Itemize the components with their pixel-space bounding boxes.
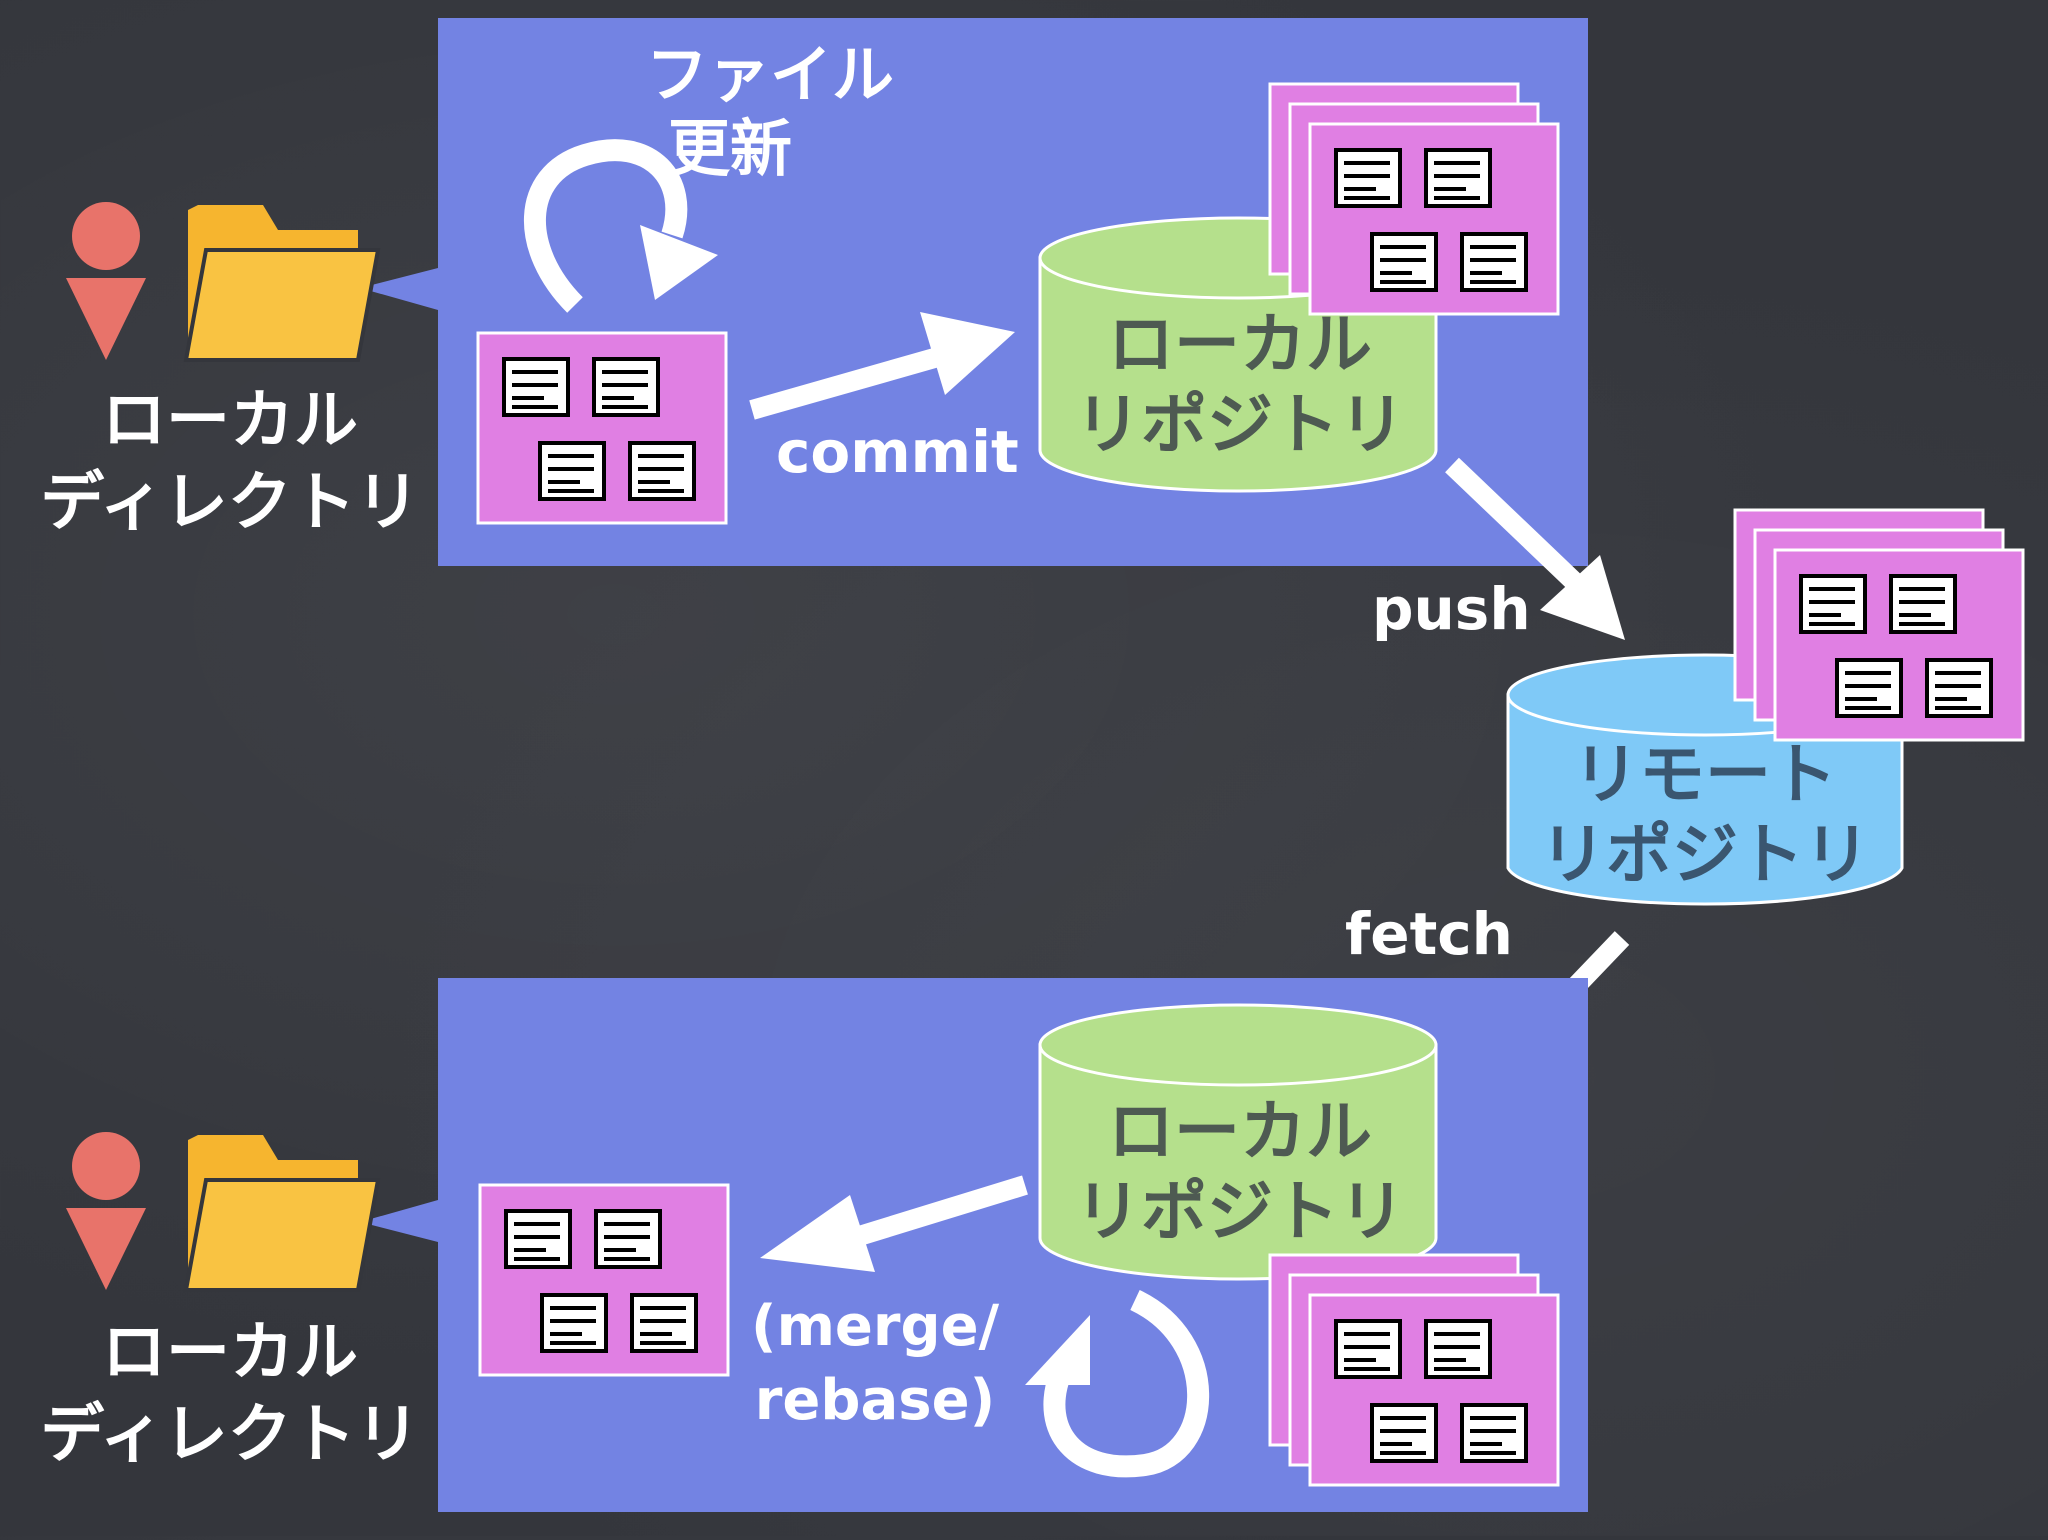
commit-arrow — [749, 312, 1015, 420]
fetch-label: fetch — [1345, 900, 1513, 968]
local-directory-bottom-line2: ディレクトリ — [40, 1398, 420, 1472]
working-files-card-top — [478, 333, 726, 523]
folder-icon — [184, 1133, 380, 1292]
local-repo-top-label: ローカル リポジトリ — [1060, 305, 1420, 465]
merge-rebase-label: (merge/ rebase) — [735, 1290, 1015, 1438]
push-label: push — [1372, 575, 1531, 643]
person-icon — [66, 1132, 146, 1290]
local-directory-top-line2: ディレクトリ — [40, 466, 420, 540]
local-repo-top-line1: ローカル — [1108, 306, 1372, 383]
merge-rebase-line1: (merge/ — [750, 1294, 1000, 1359]
local-directory-bottom-line1: ローカル — [102, 1316, 358, 1390]
remote-repo-label: リモート リポジトリ — [1515, 735, 1895, 895]
update-loop-arrow — [523, 139, 718, 313]
file-update-line2: 更新 — [667, 112, 792, 185]
working-files-card-bottom — [480, 1185, 728, 1375]
person-icon — [66, 202, 146, 360]
local-directory-bottom-label: ローカル ディレクトリ — [20, 1312, 440, 1476]
merge-rebase-line2: rebase) — [754, 1368, 996, 1433]
remote-repo-line2: リポジトリ — [1540, 816, 1870, 893]
merge-arrow — [760, 1175, 1028, 1272]
remote-repo-line1: リモート — [1573, 736, 1837, 813]
merge-loop-arrow — [1025, 1290, 1210, 1478]
local-directory-top-line1: ローカル — [102, 384, 358, 458]
commits-stack-top — [1270, 84, 1558, 314]
local-repo-bottom-label: ローカル リポジトリ — [1060, 1092, 1420, 1252]
commits-stack-bottom — [1270, 1255, 1558, 1485]
file-update-line1: ファイル — [645, 38, 894, 111]
push-arrow — [1445, 457, 1625, 640]
commits-stack-remote — [1735, 510, 2023, 740]
local-repo-top-line2: リポジトリ — [1075, 386, 1405, 463]
folder-icon — [184, 203, 380, 362]
file-update-label: ファイル 更新 — [630, 38, 910, 186]
local-repo-bottom-line1: ローカル — [1108, 1093, 1372, 1170]
commit-label: commit — [776, 418, 1019, 486]
local-repo-bottom-line2: リポジトリ — [1075, 1173, 1405, 1250]
local-directory-top-label: ローカル ディレクトリ — [20, 380, 440, 544]
